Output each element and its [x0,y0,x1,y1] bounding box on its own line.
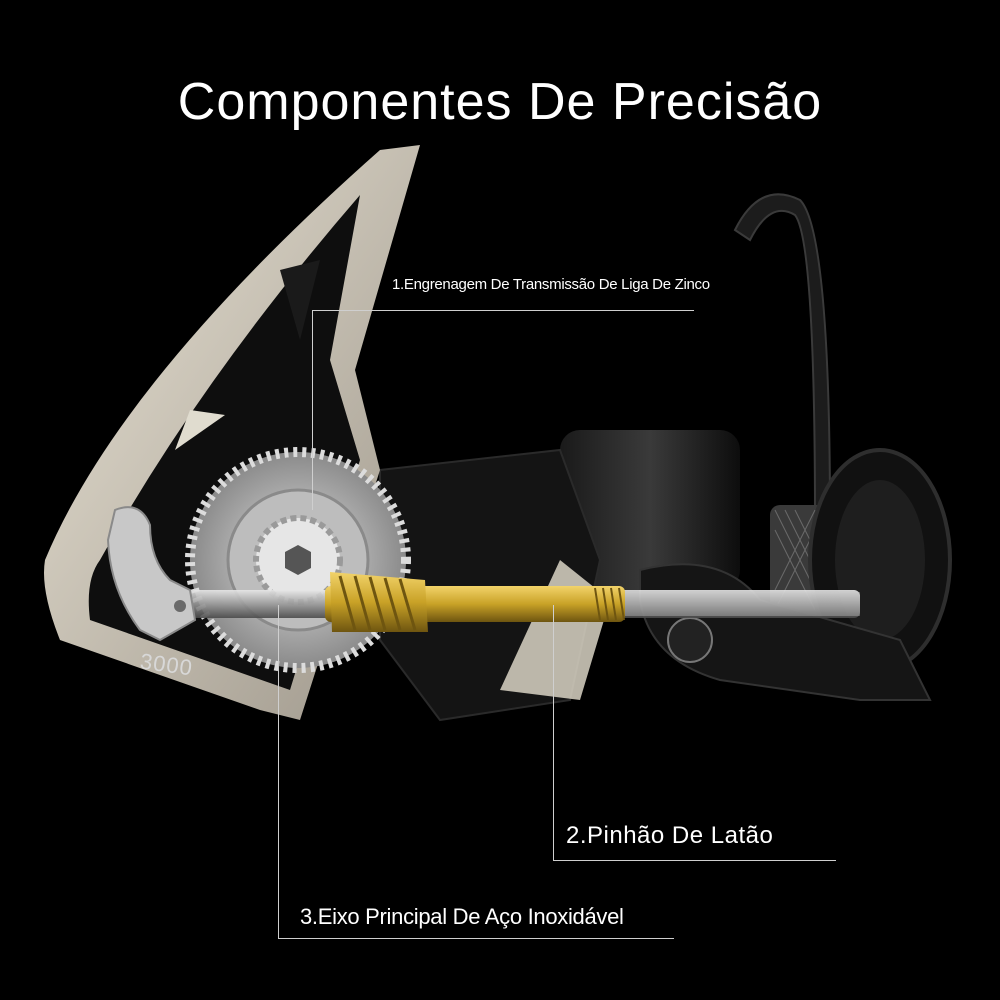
callout-shaft-line-h [278,938,674,939]
callout-gear-label: 1.Engrenagem De Transmissão De Liga De Z… [392,276,710,293]
bail-arm [733,193,832,521]
callout-pinion-line-h [553,860,836,861]
callout-pinion-line-v [553,605,554,860]
page-title: Componentes De Precisão [177,73,823,131]
callout-shaft-line-v [278,605,279,938]
callout-pinion-label: 2.Pinhão De Latão [566,822,774,849]
brass-pinion [325,572,625,632]
callout-shaft-label: 3.Eixo Principal De Aço Inoxidável [300,904,624,929]
callout-gear-line-h [312,310,694,311]
rotor [560,430,740,590]
callout-gear-line-v [312,310,313,510]
drive-gear [185,447,411,673]
handle-connector [106,506,197,642]
